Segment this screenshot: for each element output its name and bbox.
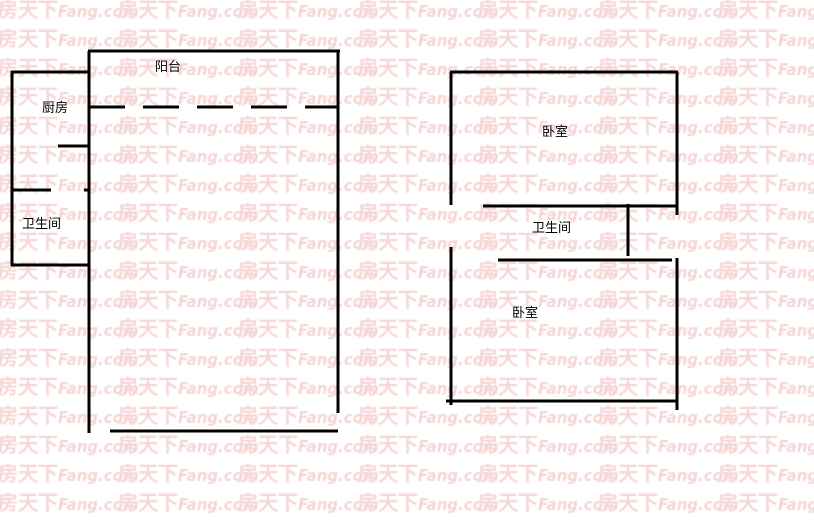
room-label-bedroom-bottom: 卧室	[512, 306, 539, 321]
room-label-bathroom: 卫生间	[22, 217, 62, 232]
room-label-bedroom-top: 卧室	[542, 125, 569, 140]
room-label-kitchen: 厨房	[42, 101, 69, 116]
room-label-bathroom-right: 卫生间	[532, 221, 572, 236]
room-label-balcony: 阳台	[155, 60, 182, 75]
